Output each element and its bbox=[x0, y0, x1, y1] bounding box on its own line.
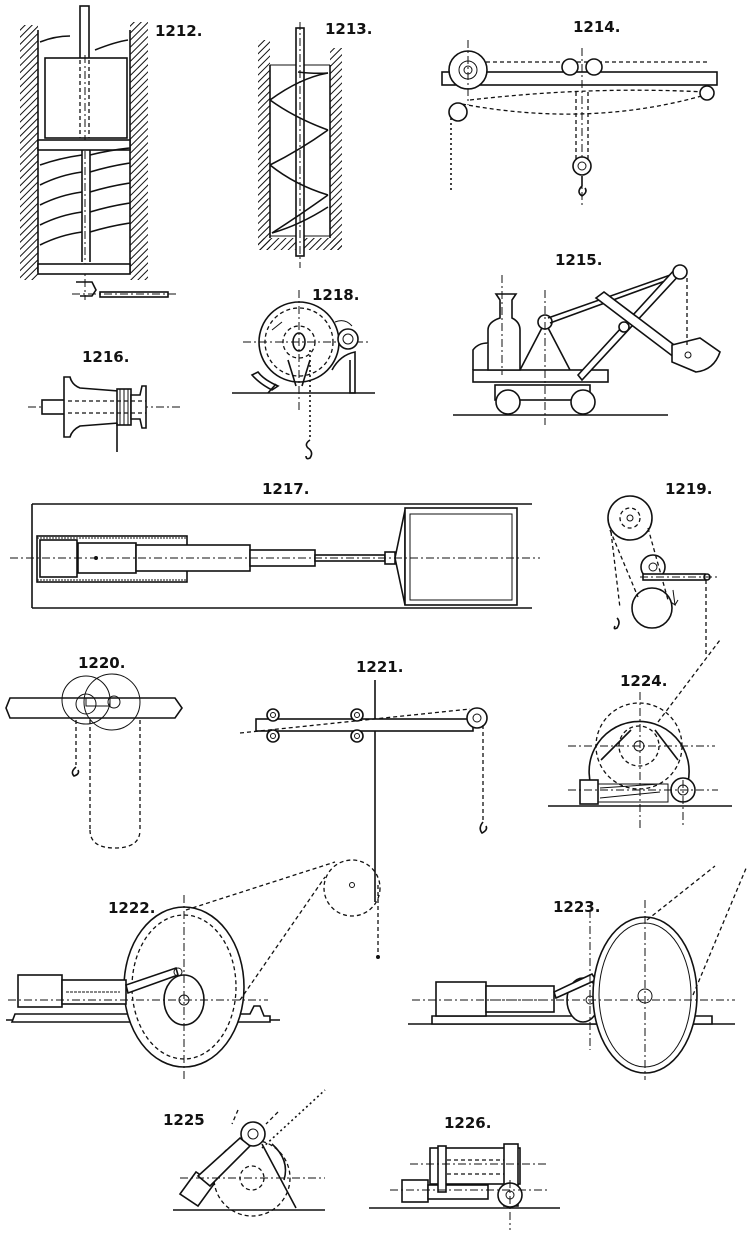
figure-1223: 1223. bbox=[408, 865, 748, 1080]
figure-1222: 1222. bbox=[6, 859, 381, 1080]
figure-label-1218: 1218. bbox=[312, 286, 359, 304]
figure-label-1223: 1223. bbox=[553, 898, 600, 916]
figure-1225: 1225 bbox=[163, 1089, 326, 1217]
figure-1221: 1221. bbox=[239, 658, 488, 902]
figure-1214: 1214. bbox=[441, 18, 718, 206]
figure-label-1212: 1212. bbox=[155, 22, 202, 40]
figure-1212: 1212. bbox=[20, 5, 202, 300]
figure-label-1222: 1222. bbox=[108, 899, 155, 917]
figure-1213: 1213. bbox=[258, 20, 372, 268]
figure-label-1214: 1214. bbox=[573, 18, 620, 36]
figure-label-1226: 1226. bbox=[444, 1114, 491, 1132]
figure-label-1217: 1217. bbox=[262, 480, 309, 498]
figure-label-1215: 1215. bbox=[555, 251, 602, 269]
figure-label-1220: 1220. bbox=[78, 654, 125, 672]
figure-1219: 1219. bbox=[607, 480, 720, 655]
figure-1217: 1217. bbox=[10, 480, 540, 609]
figure-label-1221: 1221. bbox=[356, 658, 403, 676]
figure-label-1224: 1224. bbox=[620, 672, 667, 690]
figure-label-1216: 1216. bbox=[82, 348, 129, 366]
figure-1226: 1226. bbox=[369, 1114, 560, 1230]
figure-label-1219: 1219. bbox=[665, 480, 712, 498]
figure-1218: 1218. bbox=[232, 286, 375, 460]
figure-label-1213: 1213. bbox=[325, 20, 372, 38]
figure-1215: 1215. bbox=[453, 251, 721, 425]
figure-1216: 1216. bbox=[28, 348, 182, 452]
figure-1224: 1224. bbox=[548, 639, 732, 830]
figure-label-1225: 1225 bbox=[163, 1111, 205, 1129]
figure-1220: 1220. bbox=[5, 654, 183, 849]
